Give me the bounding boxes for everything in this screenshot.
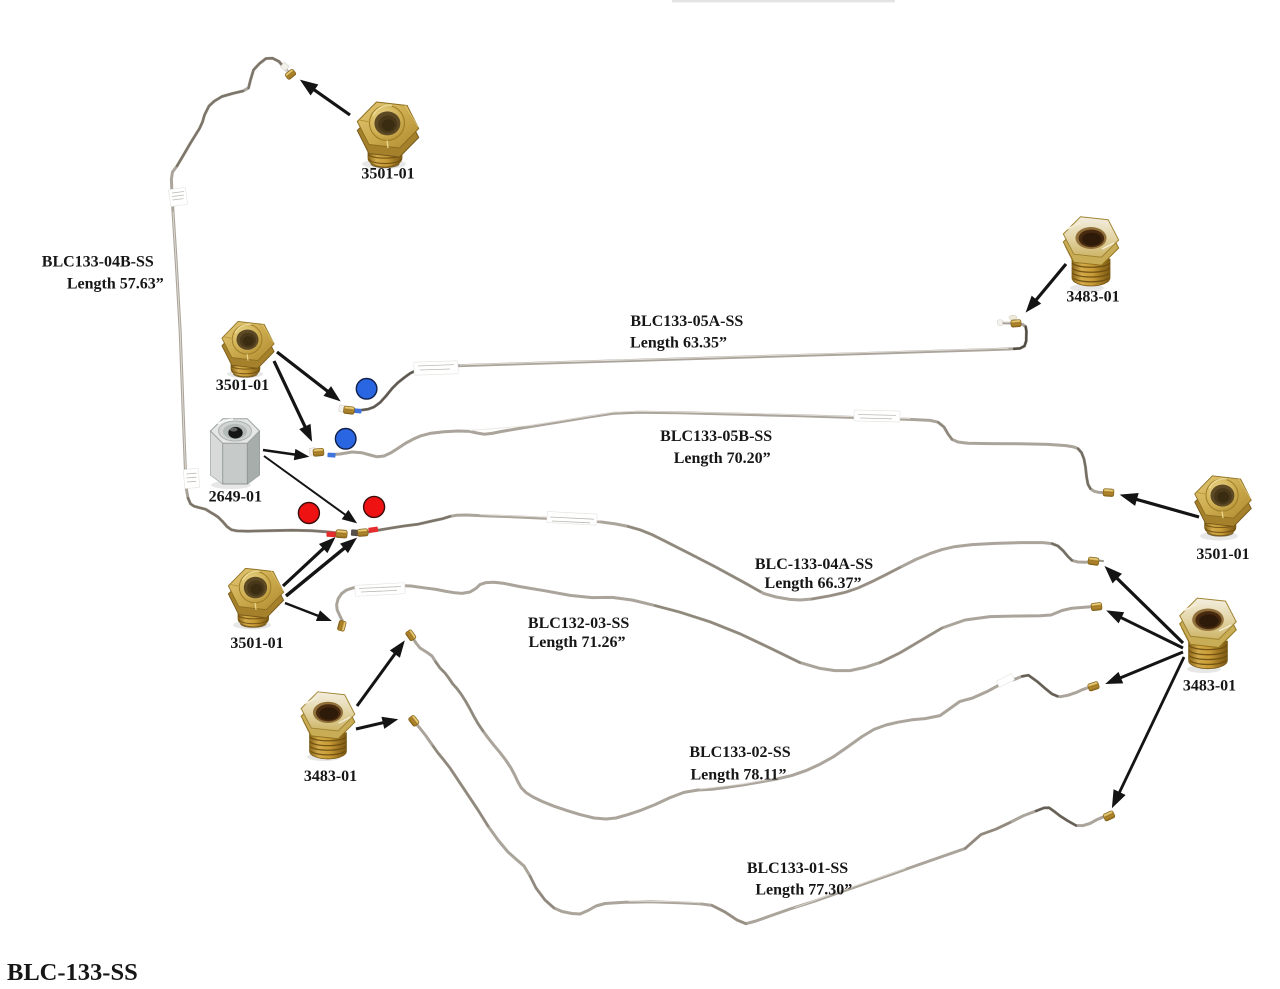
svg-text:3501-01: 3501-01 — [361, 166, 414, 183]
svg-text:3483-01: 3483-01 — [304, 768, 357, 785]
svg-text:Length 77.30”: Length 77.30” — [755, 881, 852, 898]
svg-text:Length 66.37”: Length 66.37” — [765, 575, 862, 592]
svg-text:BLC132-03-SS: BLC132-03-SS — [528, 615, 629, 632]
svg-text:Length 70.20”: Length 70.20” — [674, 450, 771, 467]
svg-text:Length 78.11”: Length 78.11” — [690, 767, 786, 784]
svg-text:BLC133-01-SS: BLC133-01-SS — [747, 860, 848, 877]
svg-text:Length 71.26”: Length 71.26” — [529, 634, 626, 651]
svg-text:3501-01: 3501-01 — [216, 377, 269, 394]
svg-text:BLC-133-04A-SS: BLC-133-04A-SS — [755, 556, 873, 573]
svg-text:BLC133-02-SS: BLC133-02-SS — [689, 744, 790, 761]
svg-text:3483-01: 3483-01 — [1066, 289, 1119, 306]
svg-text:BLC-133-SS: BLC-133-SS — [7, 959, 138, 986]
svg-text:Length 63.35”: Length 63.35” — [630, 335, 727, 352]
svg-text:BLC133-05A-SS: BLC133-05A-SS — [630, 313, 743, 330]
svg-text:BLC133-04B-SS: BLC133-04B-SS — [42, 254, 154, 271]
svg-text:3483-01: 3483-01 — [1183, 678, 1236, 695]
svg-text:BLC133-05B-SS: BLC133-05B-SS — [660, 428, 772, 445]
svg-text:3501-01: 3501-01 — [230, 635, 283, 652]
svg-text:Length 57.63”: Length 57.63” — [67, 276, 164, 293]
svg-text:3501-01: 3501-01 — [1196, 546, 1249, 563]
svg-text:2649-01: 2649-01 — [209, 488, 262, 505]
